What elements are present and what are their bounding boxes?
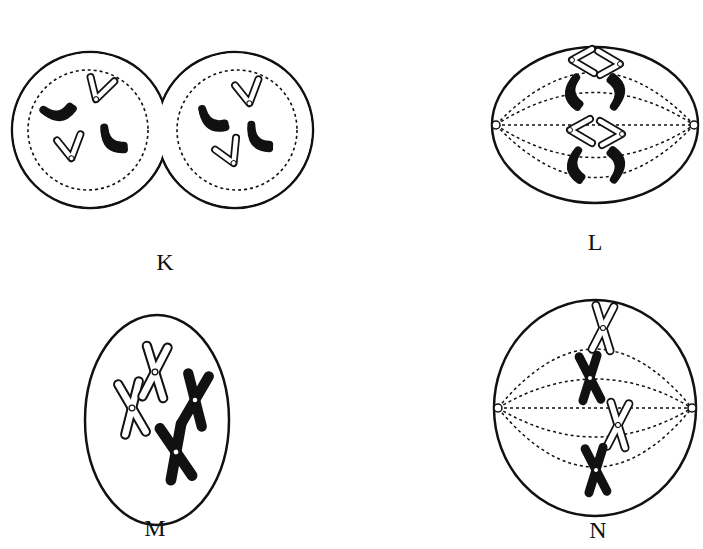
cell-m [85,315,229,525]
cell-k [12,52,313,208]
figure-label: L [588,229,603,256]
figure-label: M [144,515,165,542]
cell-n [494,300,696,516]
figure-label: N [589,517,606,544]
figure-label: K [156,249,173,276]
cell-l [492,47,698,203]
